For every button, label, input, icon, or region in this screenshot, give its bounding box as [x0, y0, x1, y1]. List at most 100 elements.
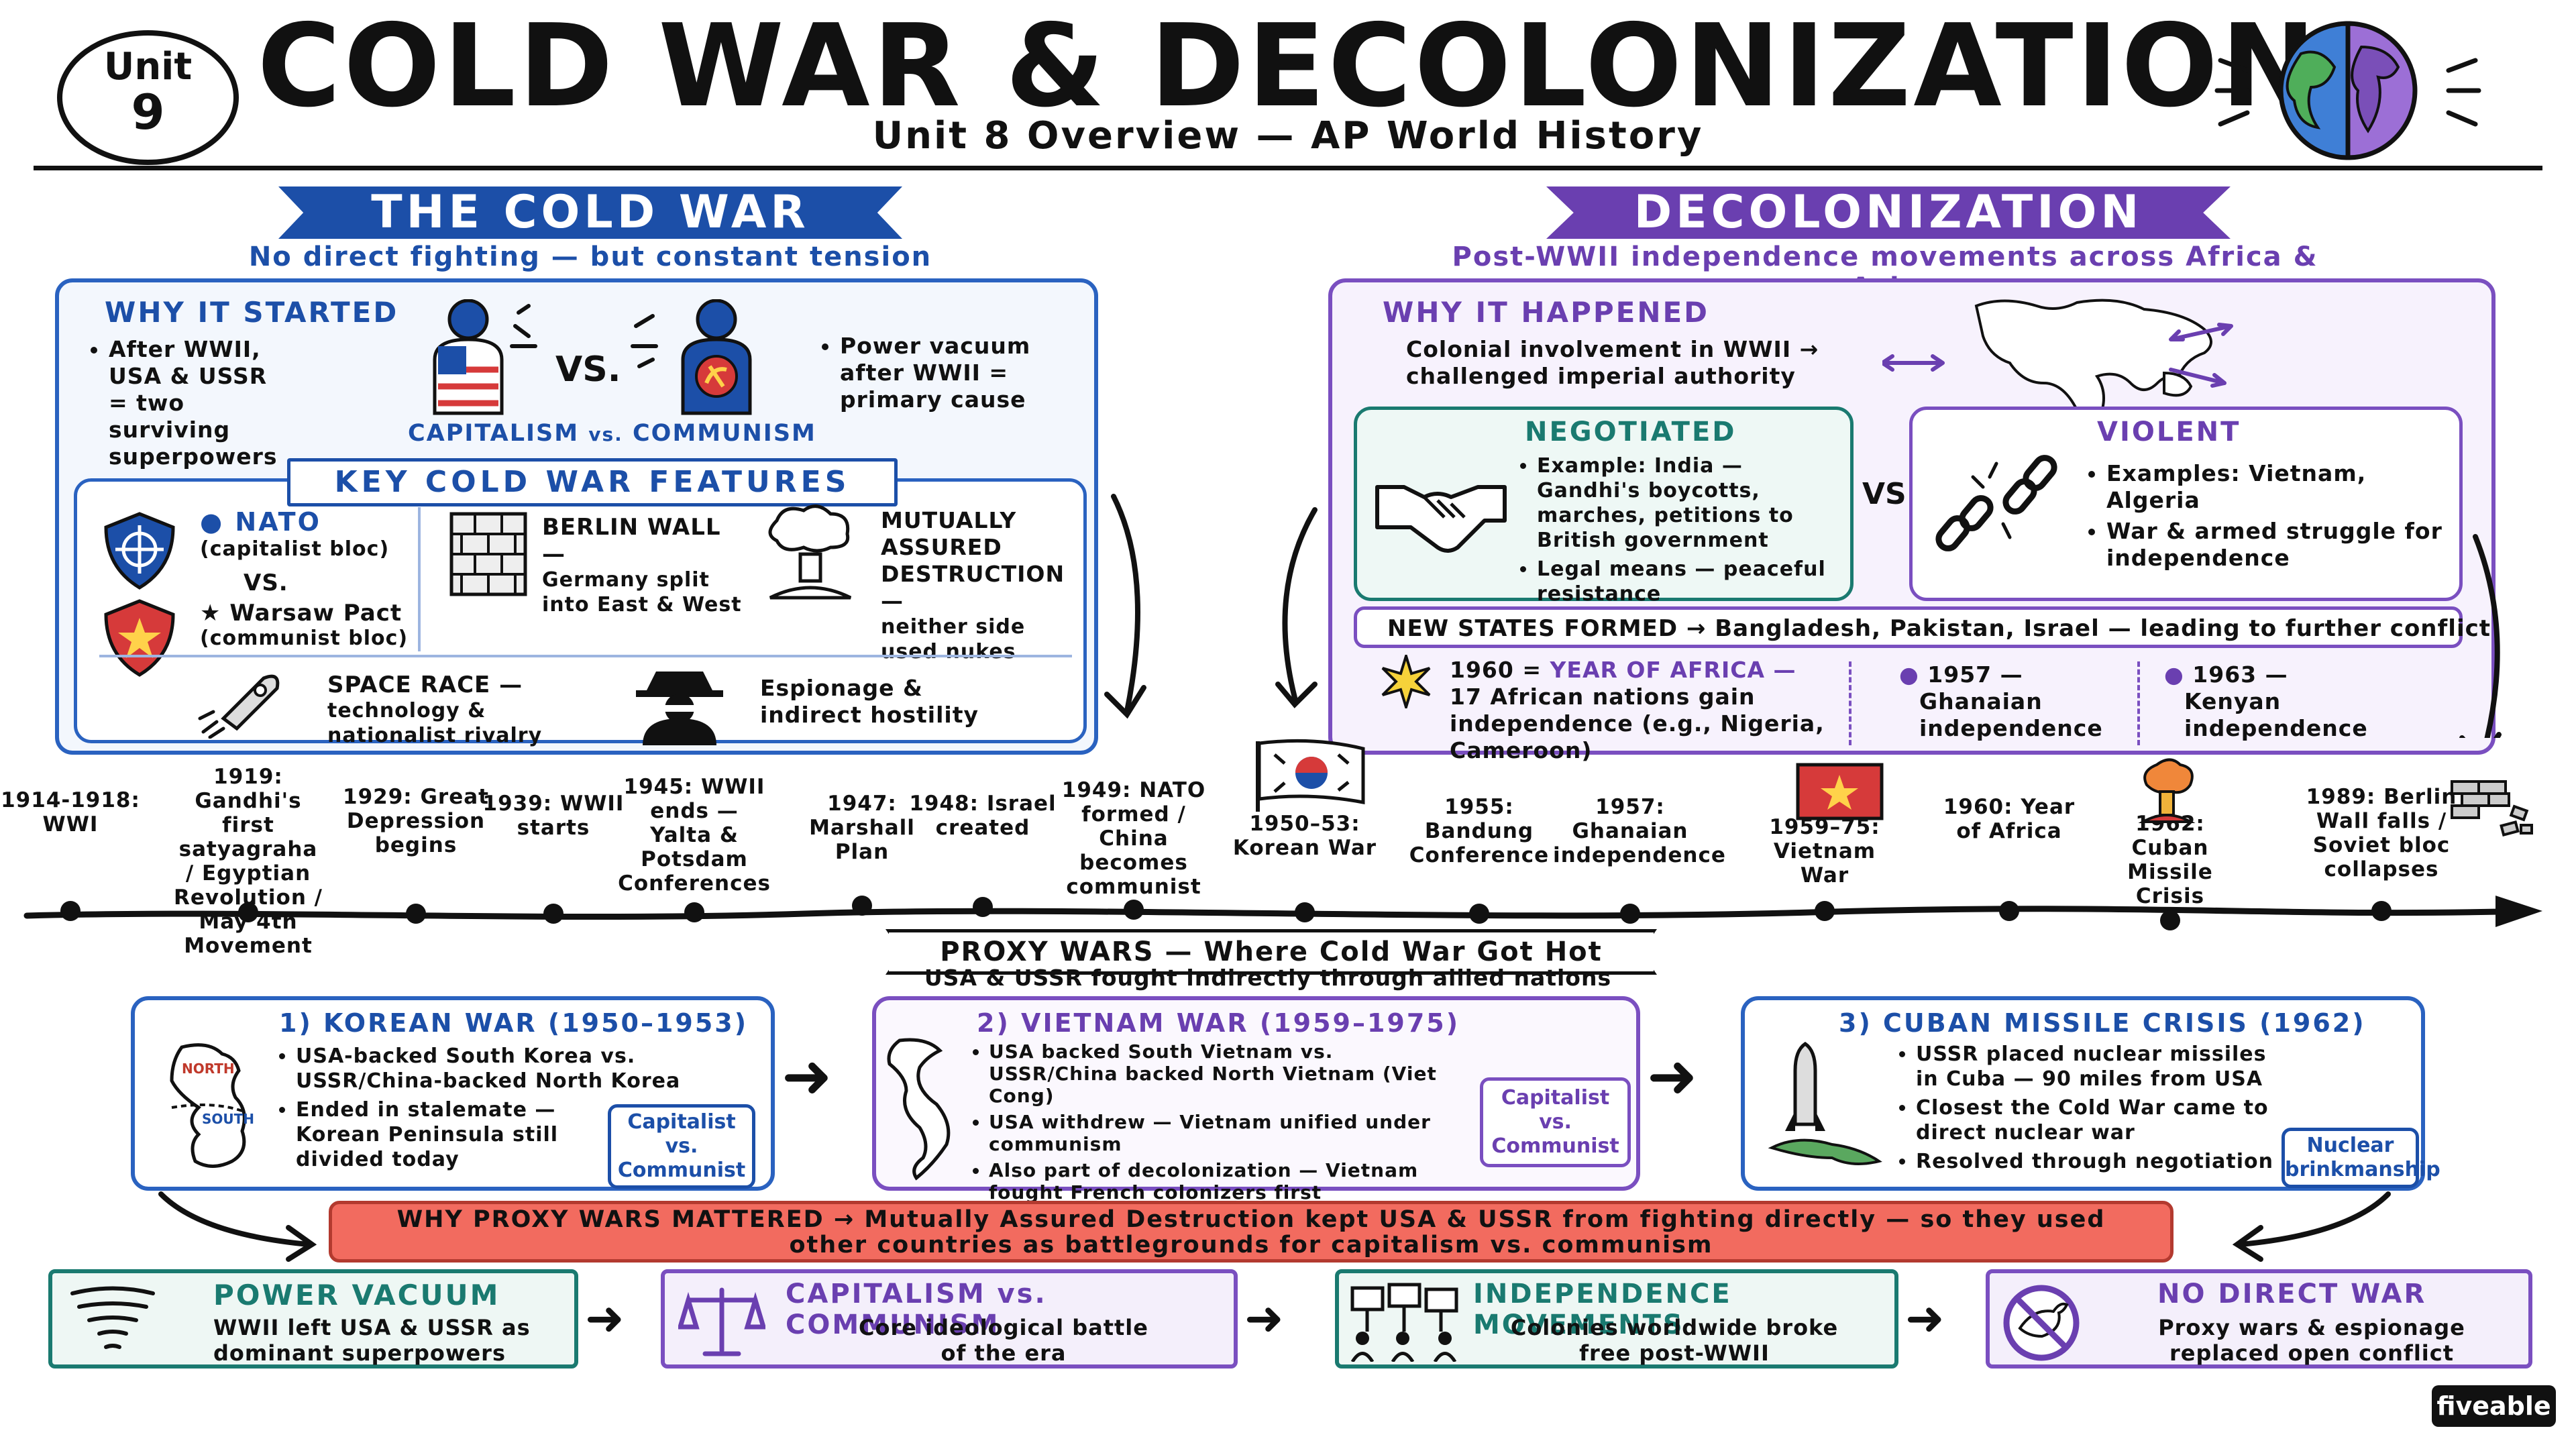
- proxy-wars-heading: PROXY WARS — Where Cold War Got Hot: [885, 929, 1657, 975]
- cold-war-tagline: No direct fighting — but constant tensio…: [248, 241, 932, 272]
- violent-heading: VIOLENT: [2097, 417, 2241, 447]
- cuban-missile-bullets: USSR placed nuclear missiles in Cuba — 9…: [1896, 1042, 2392, 1178]
- korean-war-bullet-2: Ended in stalemate — Korean Peninsula st…: [296, 1097, 604, 1172]
- vietnam-war-bullet-1: USA backed South Vietnam vs. USSR/China …: [989, 1040, 1440, 1107]
- timeline-dot: [543, 904, 564, 924]
- mushroom-cloud-icon: [768, 504, 852, 600]
- timeline-dot: [1620, 904, 1640, 924]
- timeline-dot: [2160, 910, 2180, 930]
- timeline-dot: [2371, 901, 2392, 921]
- violent-bullet-2: War & armed struggle for independence: [2106, 518, 2446, 572]
- korean-war-card: 1) KOREAN WAR (1950–1953) NORTH SOUTH US…: [131, 996, 775, 1191]
- timeline-event-label: 1955: Bandung Conference: [1409, 795, 1550, 867]
- why-started-text: After WWII, USA & USSR = two surviving s…: [109, 336, 287, 470]
- usa-ussr-vs: VS.: [555, 350, 621, 390]
- proxy-arrow-1: ➜: [782, 1041, 833, 1112]
- why-started-bullet: After WWII, USA & USSR = two surviving s…: [86, 336, 287, 474]
- brick-wall-icon: [449, 512, 527, 596]
- unit-number: 9: [131, 84, 165, 140]
- timeline-dot: [60, 901, 80, 921]
- summary-independence-text: Colonies worldwide broke free post-WWII: [1510, 1315, 1839, 1366]
- no-war-dove-icon: [2003, 1285, 2080, 1361]
- missile-cuba-icon: [1768, 1041, 1882, 1165]
- timeline-event-label: 1948: Israel created: [909, 792, 1057, 840]
- cuban-missile-bullet-2: Closest the Cold War came to direct nucl…: [1916, 1095, 2292, 1145]
- negotiated-bullet-2: Legal means — peaceful resistance: [1537, 557, 1827, 606]
- scales-icon: [678, 1287, 765, 1356]
- summary-no-direct-war-title: NO DIRECT WAR: [2157, 1279, 2427, 1309]
- vietnam-war-bullets: USA backed South Vietnam vs. USSR/China …: [970, 1040, 1440, 1208]
- berlin-wall-title: BERLIN WALL —: [542, 514, 721, 568]
- mad-text: neither side used nukes: [881, 615, 1026, 663]
- timeline-event-label: 1914-1918: WWI: [1, 788, 140, 837]
- summary-no-direct-war: NO DIRECT WAR Proxy wars & espionage rep…: [1986, 1269, 2532, 1368]
- summary-arrow-2: ➜: [1244, 1291, 1284, 1346]
- cuban-missile-title: 3) CUBAN MISSILE CRISIS (1962): [1839, 1008, 2366, 1038]
- vietnam-war-title: 2) VIETNAM WAR (1959–1975): [977, 1008, 1460, 1038]
- timeline-dot: [852, 896, 872, 916]
- summary-independence-movements: INDEPENDENCE MOVEMENTS Colonies worldwid…: [1335, 1269, 1898, 1368]
- timeline-event-label: 1989: Berlin Wall falls / Soviet bloc co…: [2306, 785, 2457, 881]
- vietnam-war-badge: Capitalist vs. Communist: [1480, 1077, 1631, 1167]
- decolonization-banner: DECOLONIZATION: [1546, 186, 2231, 239]
- timeline-event-label: 1950–53: Korean War: [1232, 812, 1377, 860]
- mattered-arrows: [158, 1191, 2391, 1262]
- cold-war-panel: WHY IT STARTED After WWII, USA & USSR = …: [55, 278, 1098, 755]
- rocket-icon: [198, 674, 280, 739]
- ghana-text: Ghanaian independence: [1919, 688, 2103, 741]
- power-vacuum-text: Power vacuum after WWII = primary cause: [840, 333, 1079, 413]
- summary-no-direct-war-text: Proxy wars & espionage replaced open con…: [2158, 1315, 2465, 1366]
- timeline-event-label: 1960: Year of Africa: [1943, 795, 2076, 843]
- timeline-dot: [973, 897, 993, 917]
- mad-block: MUTUALLY ASSURED DESTRUCTION — neither s…: [881, 507, 1089, 664]
- timeline-dot: [1815, 901, 1835, 921]
- broken-chain-icon: [1935, 455, 2057, 551]
- warsaw-shield-icon: [104, 599, 175, 677]
- nato-label: ● NATO: [200, 507, 321, 537]
- handshake-icon: [1375, 485, 1507, 553]
- decolonization-panel: WHY IT HAPPENED Colonial involvement in …: [1328, 278, 2496, 763]
- why-started-heading: WHY IT STARTED: [105, 296, 399, 329]
- timeline-event-label: 1939: WWII starts: [482, 792, 625, 840]
- korea-south-label: SOUTH: [202, 1111, 255, 1127]
- proxy-arrow-2: ➜: [1647, 1041, 1698, 1112]
- summary-capitalism-communism-text: Core ideological battle of the era: [859, 1315, 1148, 1366]
- power-vacuum-bullet: Power vacuum after WWII = primary cause: [817, 333, 1079, 417]
- africa-divider-2: [2137, 661, 2140, 745]
- ussr-figure-icon: [631, 299, 752, 415]
- page-subtitle: Unit 8 Overview — AP World History: [872, 114, 1704, 158]
- key-features-heading: KEY COLD WAR FEATURES: [287, 458, 898, 506]
- tornado-icon: [70, 1286, 155, 1349]
- warsaw-label: ★ Warsaw Pact: [200, 600, 402, 627]
- cold-war-banner: THE COLD WAR: [278, 186, 902, 239]
- negotiated-violent-vs: VS.: [1862, 477, 1918, 511]
- protest-signs-icon: [1350, 1283, 1458, 1362]
- timeline-dot: [1999, 901, 2019, 921]
- berlin-wall-text: Germany split into East & West: [542, 568, 742, 616]
- feature-divider: [418, 507, 421, 651]
- summary-power-vacuum-text: WWII left USA & USSR as dominant superpo…: [213, 1315, 531, 1366]
- year-of-africa-text: 17 African nations gain independence (e.…: [1450, 684, 1825, 763]
- vietnam-war-bullet-2: USA withdrew — Vietnam unified under com…: [989, 1111, 1440, 1155]
- violent-panel: VIOLENT Examples: Vietnam, Algeria War &…: [1909, 407, 2463, 601]
- warsaw-block: ★ Warsaw Pact (communist bloc): [200, 601, 408, 651]
- africa-divider-1: [1849, 661, 1851, 745]
- usa-figure-icon: [433, 299, 537, 415]
- violent-bullets: Examples: Vietnam, Algeria War & armed s…: [2084, 460, 2446, 576]
- new-states-label: NEW STATES FORMED: [1387, 615, 1678, 642]
- summary-power-vacuum-title: POWER VACUUM: [213, 1279, 500, 1311]
- korean-war-bullet-1: USA-backed South Korea vs. USSR/China-ba…: [296, 1044, 759, 1093]
- why-proxy-wars-mattered: WHY PROXY WARS MATTERED → Mutually Assur…: [329, 1201, 2174, 1263]
- kenya-block: ● 1963 — Kenyan independence: [2164, 661, 2419, 742]
- warsaw-sub: (communist bloc): [200, 627, 409, 650]
- summary-independence-title: INDEPENDENCE MOVEMENTS: [1473, 1279, 1732, 1340]
- cuban-missile-bullet-3: Resolved through negotiation: [1916, 1149, 2392, 1174]
- timeline-event-label: 1949: NATO formed / China becomes commun…: [1061, 778, 1206, 899]
- page-title: COLD WAR & DECOLONIZATION: [257, 0, 2319, 133]
- summary-arrow-1: ➜: [585, 1291, 625, 1346]
- timeline-dot: [1295, 902, 1315, 922]
- cap-vs-com-label: CAPITALISM vs. COMMUNISM: [408, 420, 816, 447]
- berlin-wall-block: BERLIN WALL — Germany split into East & …: [542, 514, 743, 617]
- negotiated-bullet-1: Example: India — Gandhi's boycotts, marc…: [1537, 453, 1827, 553]
- why-happened-heading: WHY IT HAPPENED: [1383, 296, 1710, 329]
